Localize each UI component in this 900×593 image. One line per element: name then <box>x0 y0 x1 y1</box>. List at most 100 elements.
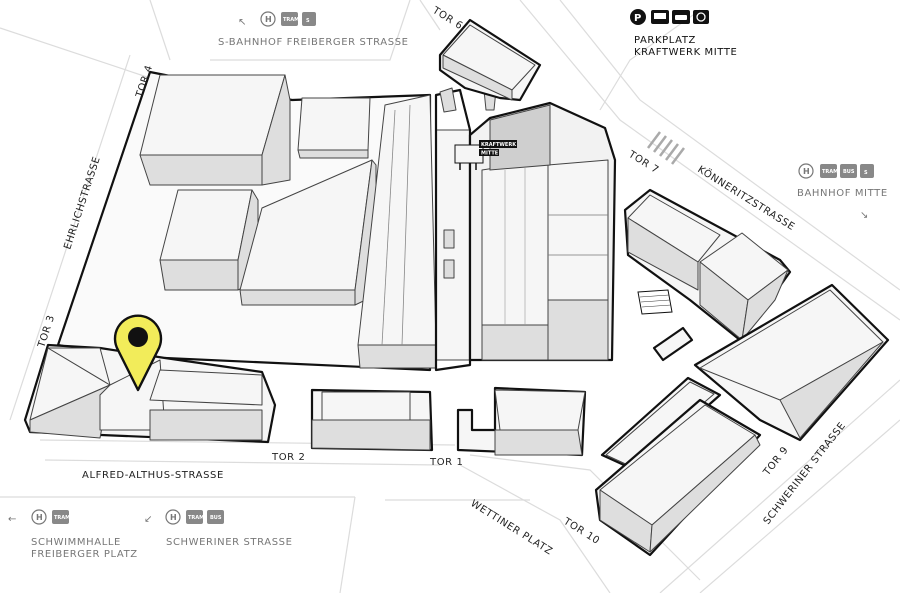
cube-side <box>297 149 369 159</box>
east-side <box>627 217 699 291</box>
tram-icon <box>281 12 298 26</box>
stop-h-icon <box>31 509 47 525</box>
street-line <box>149 0 171 61</box>
bus-icon <box>207 510 224 524</box>
label-schweriner-strasse: SCHWERINER STRASSE <box>762 420 849 526</box>
street-line <box>9 54 131 421</box>
central-hall <box>468 101 617 362</box>
small-annex <box>443 259 455 279</box>
street-line <box>699 419 900 593</box>
sign-line2: MITTE <box>481 151 499 157</box>
sign-line1: KRAFTWERK <box>481 142 517 148</box>
transit-schweriner: ↙ H TRAM BUS SCHWERINER STRASSE <box>144 509 293 548</box>
label-tor10: TOR 10 <box>561 516 602 547</box>
sw-east-roof <box>149 369 263 406</box>
hall-roof-left <box>481 159 549 326</box>
label-tor6: TOR 6 <box>430 5 465 33</box>
block-side <box>311 419 431 451</box>
sw-roof <box>47 347 111 386</box>
stop-h-letter: H <box>803 167 810 176</box>
street-line <box>210 0 411 61</box>
tower-roof <box>139 74 286 156</box>
s-badge-text: S <box>306 18 310 24</box>
se-bar-roof <box>605 381 715 467</box>
label-schweriner-stop: SCHWERINER STRASSE <box>166 537 293 548</box>
block-side <box>239 289 356 306</box>
transit-s-bahnhof: ↖ H TRAM S S-BAHNHOF FREIBERGER STRASSE <box>218 11 409 48</box>
sign-plate <box>479 149 499 156</box>
s-badge-text: S <box>864 170 868 176</box>
se-side <box>649 434 761 553</box>
tram-badge-text: TRAM <box>188 515 204 521</box>
tor6-building <box>438 18 542 102</box>
sw-east-side <box>149 409 263 441</box>
hall-side <box>357 344 437 369</box>
label-s-bahnhof: S-BAHNHOF FREIBERGER STRASSE <box>218 37 409 48</box>
street-line <box>419 0 441 31</box>
label-tor7: TOR 7 <box>626 149 661 177</box>
tower-side <box>139 154 263 186</box>
street-line <box>459 464 611 593</box>
block-side <box>494 429 583 456</box>
street-line <box>44 459 441 466</box>
s-bahn-icon <box>860 164 874 178</box>
stop-h-letter: H <box>265 15 272 24</box>
east-side <box>741 269 789 341</box>
parking-letter: P <box>634 13 641 24</box>
sign-plate <box>479 140 517 148</box>
small-annex <box>443 229 455 249</box>
tram-icon <box>820 164 837 178</box>
kraftwerk-sign: KRAFTWERK MITTE <box>454 140 517 170</box>
tram-badge-text: TRAM <box>54 515 70 521</box>
main-building-block <box>56 70 437 372</box>
bus-icon <box>840 164 857 178</box>
location-marker-icon[interactable] <box>113 314 163 392</box>
street-line <box>469 454 701 581</box>
arrow-nw-icon: ↖ <box>238 17 247 28</box>
stop-h-letter: H <box>170 513 177 522</box>
tram-badge-text: TRAM <box>822 169 838 175</box>
parking-grid <box>637 289 673 315</box>
label-tor2: TOR 2 <box>271 452 305 463</box>
sw-side <box>29 384 111 439</box>
block-roof <box>321 391 411 421</box>
tram-icon <box>186 510 203 524</box>
south-middle-buildings <box>310 386 587 457</box>
wheelchair-icon <box>693 10 709 24</box>
block-roof <box>494 389 586 431</box>
crosswalk <box>647 131 685 165</box>
parking-info: P PARKPLATZ KRAFTWERK MITTE <box>630 9 737 58</box>
tram-badge-text: TRAM <box>283 17 299 23</box>
label-freiberger-platz: FREIBERGER PLATZ <box>31 549 138 560</box>
stop-h-icon <box>165 509 181 525</box>
hall-roof-right <box>547 159 609 301</box>
label-kraftwerk-mitte: KRAFTWERK MITTE <box>634 47 737 58</box>
se-side <box>779 341 884 439</box>
label-tor9: TOR 9 <box>761 445 791 479</box>
label-parkplatz: PARKPLATZ <box>634 35 696 46</box>
small-box <box>652 326 694 362</box>
southwest-buildings <box>23 343 277 444</box>
street-line <box>559 0 900 291</box>
label-wettiner-platz: WETTINER PLATZ <box>468 498 554 557</box>
chimney <box>439 87 457 113</box>
street-line <box>519 0 900 321</box>
label-bahnhof-mitte: BAHNHOF MITTE <box>797 188 888 199</box>
transit-bahnhof-mitte: H TRAM BUS S BAHNHOF MITTE ↘ <box>797 163 888 221</box>
tor6-side <box>442 54 513 101</box>
s-bahn-icon <box>302 12 316 26</box>
arrow-sw-icon: ↙ <box>144 514 153 525</box>
connector-building <box>434 87 497 372</box>
label-alfred-althus-strasse: ALFRED-ALTHUS-STRASSE <box>82 470 224 481</box>
street-line <box>599 9 701 111</box>
street-line <box>0 27 151 79</box>
stop-h-icon <box>260 11 276 27</box>
street-line <box>659 379 900 593</box>
label-tor1: TOR 1 <box>429 457 463 468</box>
southeast-buildings <box>594 283 890 557</box>
hall-side <box>481 324 549 361</box>
parking-icon <box>630 9 646 25</box>
bus-badge-text: BUS <box>210 515 222 521</box>
